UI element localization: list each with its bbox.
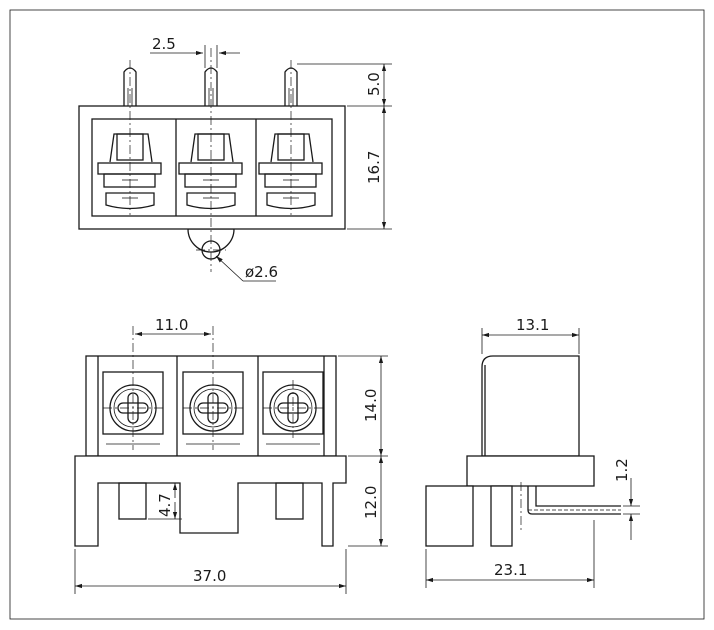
dim-side-top-label: 13.1	[516, 316, 549, 334]
side-base	[466, 455, 595, 487]
top-pins	[123, 67, 298, 106]
dim-hole-diameter-label: ø2.6	[245, 263, 278, 281]
dim-total-length-label: 37.0	[193, 567, 226, 585]
dim-pin-pitch-label: 2.5	[152, 35, 176, 53]
dim-terminal-pitch-label: 11.0	[155, 316, 188, 334]
dim-pin-height-label: 5.0	[365, 72, 383, 96]
drawing-frame	[9, 9, 705, 620]
dim-terminal-pitch: 11.0	[135, 316, 211, 337]
top-inner-frame	[91, 118, 333, 217]
dim-side-total: 23.1	[425, 520, 595, 588]
dim-pin-thickness-label: 1.2	[613, 458, 631, 482]
dim-pin-thickness: 1.2	[613, 458, 640, 540]
dim-hole-diameter: ø2.6	[215, 255, 278, 282]
dim-total-length: 37.0	[74, 549, 347, 594]
dim-slot-depth: 4.7	[148, 483, 182, 520]
dim-front-vertical: 14.0 12.0	[338, 355, 388, 547]
dim-side-total-label: 23.1	[494, 561, 527, 579]
front-base	[74, 455, 347, 547]
side-left-leg	[425, 485, 474, 547]
dim-front-lower-label: 12.0	[362, 486, 380, 519]
side-upper-block	[481, 355, 580, 457]
dim-slot-depth-label: 4.7	[156, 493, 174, 517]
top-body	[78, 105, 346, 230]
dim-top-vertical: 5.0 16.7	[297, 63, 392, 230]
side-view: 13.1 1.2 23.1	[425, 316, 640, 588]
dim-side-top: 13.1	[481, 316, 580, 354]
top-view: 2.5 5.0 16.7 ø2.6	[78, 35, 392, 282]
dim-front-upper-label: 14.0	[362, 389, 380, 422]
dim-top-height-label: 16.7	[365, 151, 383, 184]
dim-pin-pitch: 2.5	[150, 35, 240, 68]
top-terminal-1	[97, 133, 162, 210]
side-mid-leg	[490, 485, 513, 547]
front-view: 11.0 14.0 12.0 4.7 37.0	[74, 316, 388, 594]
